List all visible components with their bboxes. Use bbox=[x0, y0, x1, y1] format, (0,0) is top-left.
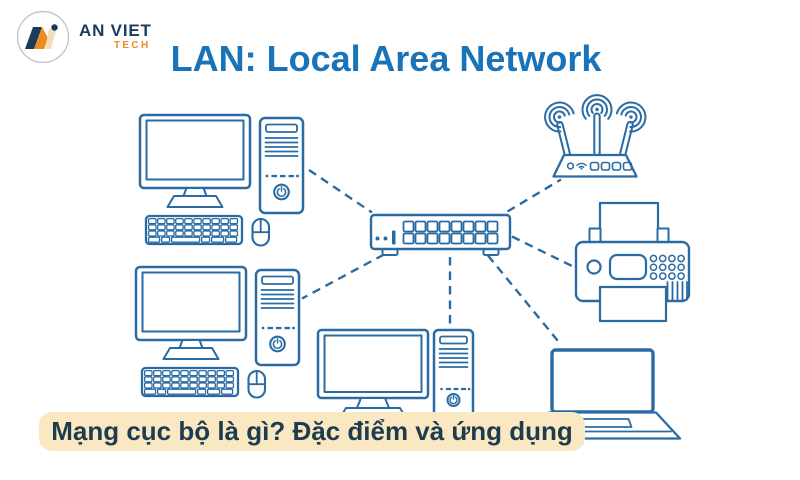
keypad-button bbox=[668, 254, 676, 263]
switch-port bbox=[414, 220, 427, 233]
logo-dot bbox=[51, 24, 58, 31]
switch-port bbox=[426, 232, 439, 245]
network-switch bbox=[369, 213, 512, 256]
switch-port bbox=[474, 232, 487, 245]
antenna-center bbox=[593, 112, 601, 157]
link-switch-printer bbox=[511, 235, 573, 268]
page-title: LAN: Local Area Network bbox=[170, 38, 602, 79]
logo: AN VIET TECH bbox=[16, 10, 152, 64]
wireless-router bbox=[538, 94, 653, 178]
laptop-screen bbox=[550, 348, 655, 414]
switch-port bbox=[438, 232, 451, 245]
printer-tray-left bbox=[588, 227, 602, 244]
router-power-led bbox=[566, 162, 575, 170]
keypad-button bbox=[649, 263, 658, 272]
switch-port bbox=[486, 220, 499, 233]
switch-port bbox=[438, 220, 451, 233]
power-glyph bbox=[449, 394, 458, 405]
logo-brand-text: AN VIET bbox=[79, 21, 152, 40]
tower-drive-slot bbox=[439, 335, 468, 345]
logo-shape-navy bbox=[25, 27, 42, 49]
logo-text: AN VIET TECH bbox=[79, 22, 152, 52]
link-switch-router bbox=[506, 178, 562, 213]
logo-shape-orange bbox=[34, 27, 48, 49]
keypad-button bbox=[658, 263, 667, 272]
tower-indicators bbox=[440, 387, 471, 391]
caption-text: Mạng cục bộ là gì? Đặc điểm và ứng dụng bbox=[51, 416, 573, 446]
desktop-computer-1 bbox=[138, 113, 305, 247]
switch-port bbox=[402, 232, 415, 245]
keypad-button bbox=[677, 254, 685, 263]
keypad-button bbox=[649, 254, 658, 263]
printer bbox=[574, 201, 691, 323]
desktop-computer-3 bbox=[316, 328, 475, 419]
logo-sub-text: TECH bbox=[113, 40, 151, 51]
wifi-signal-right-icon bbox=[613, 95, 653, 136]
power-button bbox=[446, 393, 461, 407]
desktop-computer-2 bbox=[134, 265, 301, 399]
caption-banner: Mạng cục bộ là gì? Đặc điểm và ứng dụng bbox=[39, 412, 585, 451]
router-body bbox=[552, 153, 638, 178]
switch-port bbox=[486, 232, 499, 245]
printer-tray-right bbox=[656, 227, 670, 244]
router-wifi-led bbox=[576, 162, 587, 170]
monitor-stand-neck bbox=[356, 397, 390, 409]
switch-port bbox=[414, 232, 427, 245]
keypad-button bbox=[649, 272, 658, 280]
switch-port bbox=[426, 220, 439, 233]
keypad-button bbox=[677, 272, 685, 280]
router-ports bbox=[589, 161, 633, 171]
switch-leds bbox=[375, 230, 396, 245]
keypad-button bbox=[658, 254, 667, 263]
switch-port bbox=[462, 232, 475, 245]
keypad-button bbox=[658, 272, 667, 280]
connection-lines bbox=[301, 169, 573, 345]
printer-paper-input bbox=[598, 201, 660, 245]
printer-display bbox=[608, 253, 648, 281]
link-pc1-switch bbox=[308, 169, 373, 214]
switch-port bbox=[402, 220, 415, 233]
keypad-button bbox=[668, 272, 676, 280]
link-switch-pc2 bbox=[301, 253, 385, 300]
monitor-screen bbox=[323, 334, 423, 393]
logo-shape-cream bbox=[45, 28, 56, 49]
tower-vents bbox=[438, 348, 469, 368]
switch-port bbox=[474, 220, 487, 233]
printer-button bbox=[586, 259, 602, 275]
printer-vents bbox=[666, 281, 688, 301]
switch-port bbox=[462, 220, 475, 233]
keypad-button bbox=[677, 263, 685, 272]
switch-ports bbox=[402, 220, 499, 245]
switch-port bbox=[450, 220, 463, 233]
printer-paper-output bbox=[598, 285, 668, 323]
printer-keypad bbox=[649, 254, 685, 280]
keypad-button bbox=[668, 263, 676, 272]
switch-port bbox=[450, 232, 463, 245]
link-switch-laptop bbox=[487, 254, 561, 345]
logo-icon bbox=[16, 10, 70, 64]
